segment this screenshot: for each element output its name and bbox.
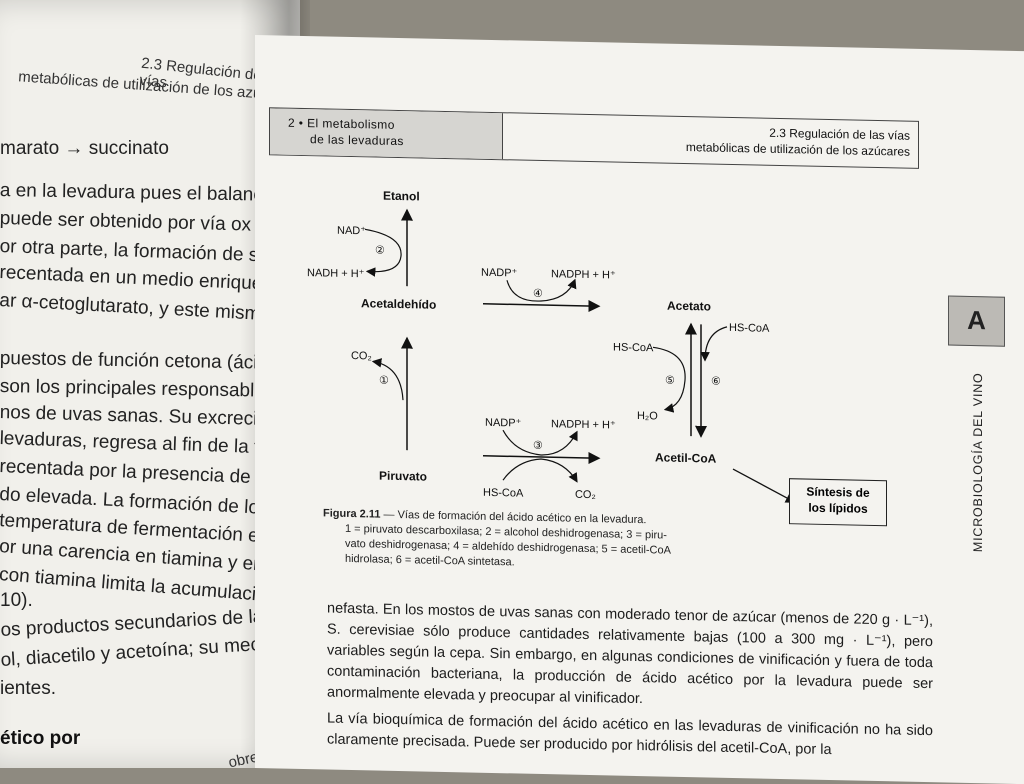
label-nadph-top: NADPH + H⁺ (551, 268, 616, 281)
label-nadph-bottom: NADPH + H⁺ (551, 418, 616, 431)
chapter-title-line2: de las levaduras (310, 132, 404, 149)
left-page-line: puestos de función cetona (ácido (0, 348, 279, 374)
label-hscoa-right: HS-CoA (729, 322, 770, 335)
lipid-synthesis-box: Síntesis de los lípidos (789, 478, 887, 527)
step-1-marker: ① (379, 375, 389, 387)
section-title-line2: metabólicas de utilización de los azúcar… (685, 140, 910, 159)
left-page-line: puede ser obtenido por vía ox (0, 208, 252, 236)
left-page-line: ientes. (0, 678, 56, 699)
label-etanol: Etanol (383, 189, 420, 204)
step-3-marker: ③ (533, 440, 543, 452)
section-tab-letter: A (967, 304, 986, 336)
left-page-line: son los principales responsables (0, 376, 275, 402)
chapter-header: 2 • El metabolismo de las levaduras (270, 108, 503, 160)
label-nadp-top: NADP⁺ (481, 267, 518, 280)
step-2-marker: ② (375, 245, 385, 257)
section-thumb-tab: A (948, 295, 1005, 347)
section-side-label: MICROBIOLOGÍA DEL VINO (971, 372, 985, 553)
left-page: 2.3 Regulación de las vías metabólicas d… (0, 0, 300, 768)
body-paragraph-1: nefasta. En los mostos de uvas sanas con… (327, 600, 933, 708)
left-page-line: marato → succinato (0, 138, 169, 159)
right-page: 2 • El metabolismo de las levaduras 2.3 … (255, 35, 1024, 784)
left-page-line: nos de uvas sanas. Su excreción (0, 402, 279, 431)
label-nadh: NADH + H⁺ (307, 267, 365, 280)
body-paragraph-2: La vía bioquímica de formación del ácido… (327, 710, 933, 759)
label-nadp-bottom: NADP⁺ (485, 417, 522, 430)
label-co2: CO₂ (351, 350, 372, 362)
arrow-acetaldehyde-to-acetate (483, 299, 601, 312)
label-hscoa-bottom: HS-CoA (483, 487, 524, 500)
label-h2o: H₂O (637, 410, 658, 422)
cofactor-curve-4 (506, 278, 577, 302)
arrow-pyruvate-to-acetyl-coa (483, 451, 601, 464)
step-6-marker: ⑥ (711, 376, 721, 388)
label-piruvato: Piruvato (379, 469, 427, 484)
figure-number: Figura 2.11 (323, 507, 381, 521)
section-title-line1: 2.3 Regulación de las vías (769, 125, 910, 143)
cofactor-curve-3-bottom (502, 458, 578, 483)
figure-caption: Figura 2.11 — Vías de formación del ácid… (323, 506, 743, 575)
left-page-line: 10). (0, 590, 33, 611)
cofactor-curve-5 (652, 346, 686, 413)
left-page-line: recentada en un medio enriquec (0, 262, 273, 295)
arrow-to-lipid-synthesis (732, 468, 797, 503)
left-page-heading: ético por (0, 728, 81, 749)
left-page-line: levaduras, regresa al fin de la fer (0, 428, 277, 459)
cofactor-curve-2 (364, 228, 402, 277)
step-5-marker: ⑤ (665, 375, 675, 387)
label-nad-plus: NAD⁺ (337, 225, 366, 238)
cofactor-curve-6 (700, 326, 728, 362)
running-header: 2 • El metabolismo de las levaduras 2.3 … (269, 107, 919, 169)
co2-release-curve (371, 358, 404, 401)
label-acetil-coa: Acetil-CoA (655, 450, 717, 465)
cofactor-curve-3-top (502, 429, 578, 456)
label-co2-bottom: CO₂ (575, 489, 596, 501)
label-hscoa-left: HS-CoA (613, 342, 654, 355)
chapter-title-line1: 2 • El metabolismo (288, 115, 395, 132)
lipid-synthesis-line2: los lípidos (808, 500, 868, 516)
metabolic-pathway-diagram: Etanol NAD⁺ NADH + H⁺ ② Acetaldehído CO₂… (307, 189, 797, 503)
left-page-line: ar α-cetoglutarato, y este mismo (0, 290, 272, 326)
label-acetaldehido: Acetaldehído (361, 296, 436, 312)
left-page-line: a en la levadura pues el balance (0, 180, 274, 206)
step-4-marker: ④ (533, 288, 543, 300)
label-acetato: Acetato (667, 299, 711, 314)
